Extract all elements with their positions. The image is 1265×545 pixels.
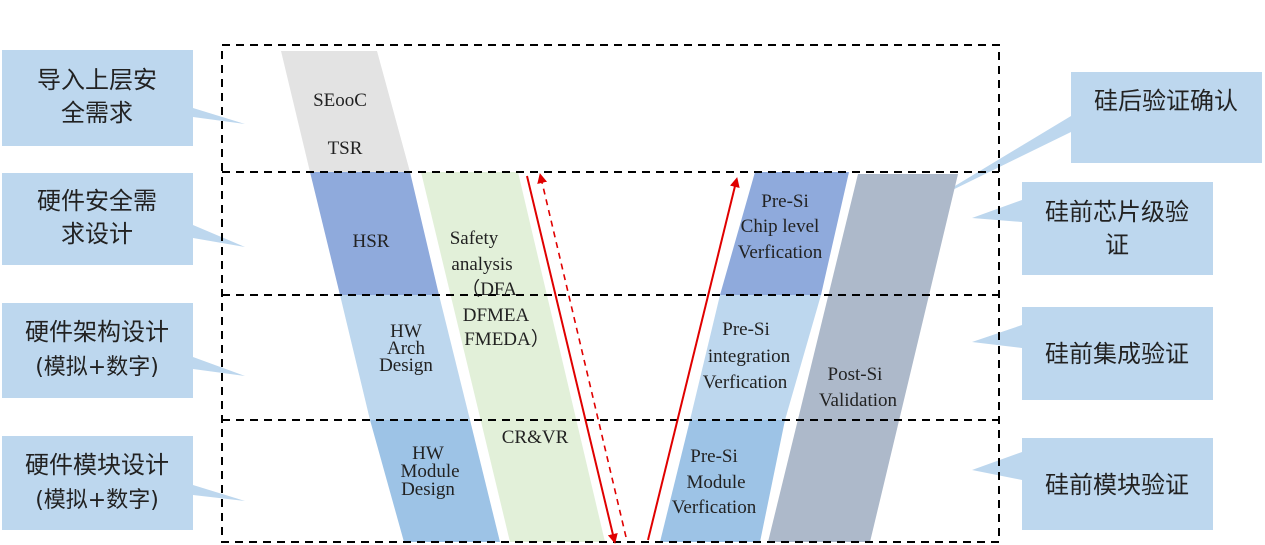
svg-text:硬件模块设计: 硬件模块设计 (25, 451, 169, 479)
svg-text:硬件安全需: 硬件安全需 (37, 187, 157, 215)
pre-si-module-band (660, 420, 785, 542)
svg-text:Post-Si: Post-Si (828, 364, 883, 385)
cr-vr-label: CR&VR (502, 427, 569, 448)
svg-text:硬件架构设计: 硬件架构设计 (25, 318, 169, 346)
svg-text:硅前芯片级验: 硅前芯片级验 (1045, 198, 1189, 226)
svg-text:求设计: 求设计 (61, 220, 133, 248)
svg-text:Module: Module (400, 461, 459, 482)
svg-text:FMEDA）: FMEDA） (464, 328, 550, 350)
callout-import-upper-safety-requirements: 导入上层安 全需求 (2, 50, 245, 146)
post-si-validation-label: Post-Si Validation (819, 364, 898, 411)
hw-arch-design-label: HW Arch Design (379, 321, 433, 376)
callout-pre-si-module-verification: 硅前模块验证 (972, 438, 1213, 530)
svg-text:Pre-Si: Pre-Si (690, 446, 738, 467)
svg-text:Module: Module (686, 472, 745, 493)
callout-hw-module-design: 硬件模块设计 (模拟+数字) (2, 436, 245, 530)
red-arrow-up-right (647, 177, 740, 541)
svg-text:Verfication: Verfication (703, 372, 788, 393)
pre-si-chip-level-label: Pre-Si Chip level Verfication (738, 191, 823, 263)
svg-text:DFMEA: DFMEA (463, 305, 530, 326)
callout-hw-architecture-design: 硬件架构设计 (模拟+数字) (2, 303, 245, 398)
hw-module-design-band (370, 420, 500, 542)
pre-si-integration-label: Pre-Si integration Verfication (703, 319, 791, 393)
red-arrow-down (526, 175, 618, 544)
svg-text:integration: integration (708, 346, 791, 367)
callout-hw-safety-requirement-design: 硬件安全需 求设计 (2, 173, 245, 265)
post-si-validation-band (768, 174, 958, 542)
safety-analysis-label: Safety analysis （DFA DFMEA FMEDA） (450, 228, 550, 350)
dashed-frame (221, 44, 1000, 543)
svg-text:全需求: 全需求 (61, 99, 133, 127)
svg-text:Validation: Validation (819, 390, 898, 411)
svg-text:导入上层安: 导入上层安 (37, 66, 157, 94)
svg-text:Verfication: Verfication (672, 497, 757, 518)
seooc-tsr-band (281, 51, 410, 172)
svg-text:(模拟+数字): (模拟+数字) (35, 488, 159, 513)
svg-text:硅后验证确认: 硅后验证确认 (1094, 87, 1238, 115)
tsr-label: TSR (328, 138, 363, 159)
pre-si-chip-level-band (720, 172, 849, 295)
hw-arch-design-band (340, 295, 470, 420)
svg-text:（DFA: （DFA (461, 278, 517, 300)
callout-post-silicon-validation: 硅后验证确认 (930, 72, 1262, 201)
hw-module-design-label: HW Module Design (400, 443, 459, 500)
svg-text:硅前集成验证: 硅前集成验证 (1045, 340, 1189, 368)
svg-text:Design: Design (379, 355, 433, 376)
svg-text:证: 证 (1105, 231, 1129, 259)
svg-text:Design: Design (401, 479, 455, 500)
pre-si-integration-band (690, 295, 821, 420)
svg-text:硅前模块验证: 硅前模块验证 (1045, 471, 1189, 499)
svg-text:Verfication: Verfication (738, 242, 823, 263)
svg-text:Pre-Si: Pre-Si (761, 191, 809, 212)
svg-text:Safety: Safety (450, 228, 499, 249)
callout-pre-si-chip-verification: 硅前芯片级验 证 (972, 182, 1213, 275)
svg-text:analysis: analysis (451, 254, 512, 275)
pre-si-module-label: Pre-Si Module Verfication (672, 446, 757, 518)
hsr-band (310, 172, 439, 295)
svg-text:Pre-Si: Pre-Si (722, 319, 770, 340)
svg-text:Chip level: Chip level (741, 216, 820, 237)
seooc-label: SEooC (313, 90, 367, 111)
svg-text:(模拟+数字): (模拟+数字) (35, 355, 159, 380)
svg-text:HW: HW (412, 443, 444, 464)
svg-text:Arch: Arch (387, 338, 425, 359)
safety-analysis-band (421, 172, 605, 542)
callout-pre-si-integration-verification: 硅前集成验证 (972, 307, 1213, 400)
svg-text:HW: HW (390, 321, 422, 342)
hsr-label: HSR (353, 231, 390, 252)
